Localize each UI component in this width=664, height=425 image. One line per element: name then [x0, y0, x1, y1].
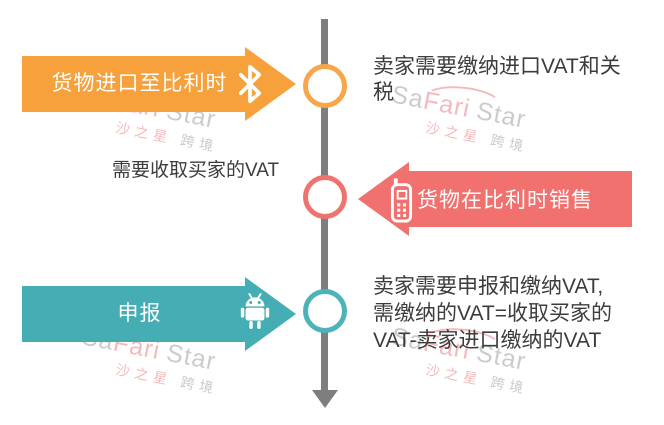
banner-sold-in-belgium [358, 162, 632, 236]
note-declare-vat: 卖家需要申报和缴纳VAT, 需缴纳的VAT=收取买家的 VAT-卖家进口缴纳的V… [373, 275, 612, 352]
android-icon [240, 293, 270, 329]
watermark-chinese-text: 沙之星 跨境 [114, 361, 220, 397]
timeline-arrowhead-down-icon [312, 390, 338, 408]
timeline-node-2 [303, 175, 347, 219]
note-collect-buyer-vat: 需要收取买家的VAT [112, 160, 280, 181]
note-import-vat: 卖家需要缴纳进口VAT和关 税 [373, 55, 621, 104]
banner-declare [22, 277, 296, 351]
timeline-node-3 [303, 289, 347, 333]
banner-import-to-belgium [22, 47, 296, 121]
timeline-node-1 [303, 64, 347, 108]
banner-label-declare: 申报 [117, 302, 162, 325]
watermark-chinese-text: 沙之星 跨境 [424, 119, 530, 155]
banner-label-sold-in-belgium: 货物在比利时销售 [417, 189, 593, 212]
phone-icon [390, 178, 413, 223]
watermark-chinese-text: 沙之星 跨境 [424, 361, 530, 397]
banner-label-import-to-belgium: 货物进口至比利时 [51, 72, 228, 95]
watermark-chinese-text: 沙之星 跨境 [114, 119, 220, 155]
bluetooth-icon [238, 64, 262, 104]
